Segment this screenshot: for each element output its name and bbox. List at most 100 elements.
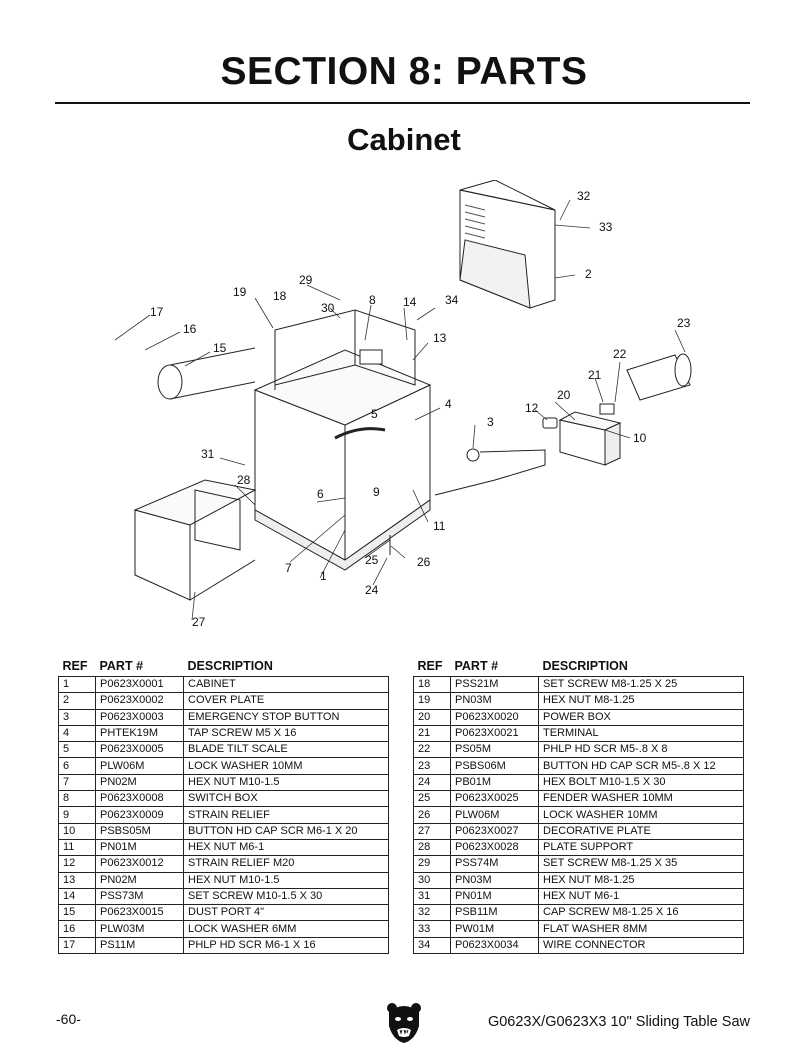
description-cell: STRAIN RELIEF M20: [183, 855, 389, 873]
part-number-cell: PLW06M: [95, 757, 184, 775]
ref-cell: 34: [413, 936, 451, 955]
part-number-cell: PB01M: [450, 773, 539, 792]
callout-label: 24: [365, 583, 379, 597]
description-cell: LOCK WASHER 10MM: [538, 806, 744, 824]
part-number-cell: PS11M: [95, 936, 184, 955]
part-number-cell: PHTEK19M: [95, 724, 184, 743]
section-title: SECTION 8: PARTS: [220, 50, 588, 93]
callout-label: 23: [677, 316, 691, 330]
ref-cell: 23: [413, 757, 451, 775]
ref-header: REF: [417, 658, 443, 673]
ref-cell: 11: [58, 838, 96, 857]
part-header: PART #: [454, 658, 499, 673]
part-header: PART #: [99, 658, 144, 673]
description-cell: COVER PLATE: [183, 692, 389, 710]
ref-cell: 12: [58, 855, 96, 873]
callout-label: 18: [273, 289, 287, 303]
description-cell: PHLP HD SCR M5-.8 X 8: [538, 741, 744, 759]
description-cell: FLAT WASHER 8MM: [538, 920, 744, 938]
ref-cell: 26: [413, 806, 451, 824]
description-cell: WIRE CONNECTOR: [538, 936, 744, 955]
part-number-cell: PN01M: [95, 838, 184, 857]
grizzly-bear-logo-icon: [387, 1003, 421, 1043]
ref-cell: 20: [413, 708, 451, 726]
description-cell: CAP SCREW M8-1.25 X 16: [538, 904, 744, 922]
description-cell: SWITCH BOX: [183, 790, 389, 808]
callout-label: 5: [371, 407, 378, 421]
description-cell: CABINET: [183, 675, 389, 694]
ref-cell: 15: [58, 904, 96, 922]
ref-cell: 7: [58, 773, 96, 792]
description-cell: EMERGENCY STOP BUTTON: [183, 708, 389, 726]
callout-label: 20: [557, 388, 571, 402]
ref-cell: 13: [58, 871, 96, 889]
ref-cell: 29: [413, 855, 451, 873]
ref-cell: 22: [413, 741, 451, 759]
part-number-cell: PSS74M: [450, 855, 539, 873]
ref-cell: 10: [58, 822, 96, 840]
ref-cell: 25: [413, 790, 451, 808]
description-cell: POWER BOX: [538, 708, 744, 726]
subtitle: Cabinet: [347, 122, 461, 157]
callout-label: 4: [445, 397, 452, 411]
callout-label: 6: [317, 487, 324, 501]
ref-cell: 27: [413, 822, 451, 840]
callout-label: 34: [445, 293, 459, 307]
callout-label: 27: [192, 615, 206, 629]
ref-cell: 6: [58, 757, 96, 775]
description-cell: PHLP HD SCR M6-1 X 16: [183, 936, 389, 955]
callout-label: 3: [487, 415, 494, 429]
ref-cell: 31: [413, 887, 451, 906]
callout-label: 1: [320, 569, 327, 583]
ref-cell: 3: [58, 708, 96, 726]
description-cell: SET SCREW M10-1.5 X 30: [183, 887, 389, 906]
ref-cell: 2: [58, 692, 96, 710]
callout-label: 22: [613, 347, 627, 361]
description-cell: HEX NUT M10-1.5: [183, 871, 389, 889]
callout-label: 12: [525, 401, 539, 415]
part-number-cell: P0623X0002: [95, 692, 184, 710]
part-number-cell: P0623X0001: [95, 675, 184, 694]
description-cell: BLADE TILT SCALE: [183, 741, 389, 759]
part-number-cell: PSS73M: [95, 887, 184, 906]
ref-cell: 33: [413, 920, 451, 938]
part-number-cell: PN02M: [95, 871, 184, 889]
description-header: DESCRIPTION: [542, 658, 628, 673]
part-number-cell: P0623X0015: [95, 904, 184, 922]
part-number-cell: PN02M: [95, 773, 184, 792]
part-number-cell: P0623X0005: [95, 741, 184, 759]
ref-header: REF: [62, 658, 88, 673]
ref-cell: 28: [413, 838, 451, 857]
description-cell: DUST PORT 4": [183, 904, 389, 922]
part-number-cell: P0623X0021: [450, 724, 539, 743]
callout-label: 29: [299, 273, 313, 287]
part-number-cell: PW01M: [450, 920, 539, 938]
ref-cell: 24: [413, 773, 451, 792]
callout-label: 7: [285, 561, 292, 575]
cabinet-exploded-diagram: 1234567891011121314151617181920212223242…: [114, 180, 692, 629]
callout-label: 9: [373, 485, 380, 499]
